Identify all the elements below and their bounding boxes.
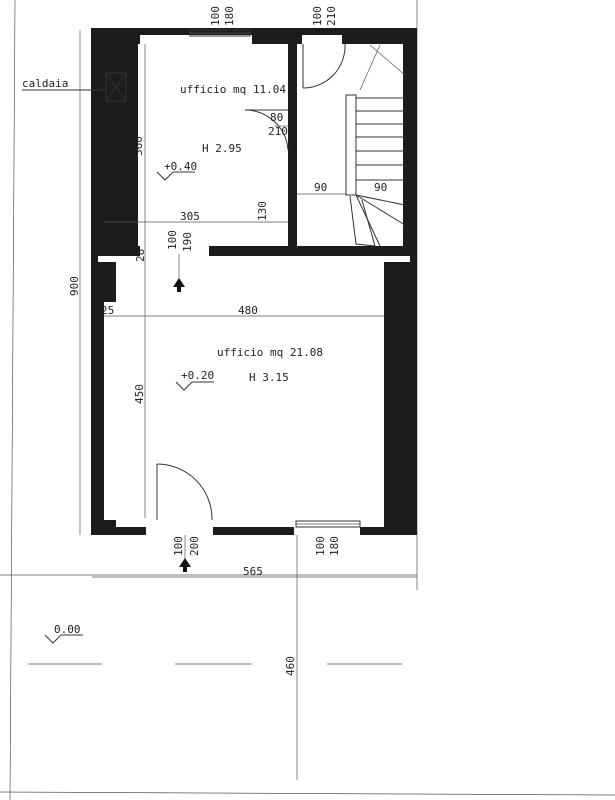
arrow-up-icon [173, 278, 185, 287]
upper-room-height: H 2.95 [202, 142, 242, 155]
ground-level: 0.00 [54, 623, 81, 636]
upper-level: +0.40 [164, 160, 197, 173]
bottom-window-height: 180 [328, 536, 341, 556]
inner-door-width: 80 [270, 111, 283, 124]
upper-height: 360 [132, 136, 145, 156]
upper-width: 305 [180, 210, 200, 223]
stair-step-left: 130 [256, 201, 269, 221]
arrow-up-icon [179, 558, 191, 567]
lower-level: +0.20 [181, 369, 214, 382]
staircase [345, 44, 406, 247]
top-window-width: 100 [209, 6, 222, 26]
top-door-width: 100 [311, 6, 324, 26]
top-window-height: 180 [223, 6, 236, 26]
windows [189, 29, 361, 528]
level-markers: +0.40 +0.20 0.00 [44, 160, 214, 644]
inner-door-height: 210 [268, 125, 288, 138]
top-door-height: 210 [325, 6, 338, 26]
total-width: 565 [243, 565, 263, 578]
lower-width: 480 [238, 304, 258, 317]
lower-room-height: H 3.15 [249, 371, 289, 384]
outside-depth: 460 [284, 656, 297, 676]
stair-run-a: 90 [314, 181, 327, 194]
lower-height: 450 [133, 384, 146, 404]
total-height: 900 [68, 276, 81, 296]
room-interiors [104, 35, 403, 535]
boiler-label: caldaia [22, 77, 68, 90]
lower-room-name: ufficio mq 21.08 [217, 346, 323, 359]
notch: 28 [134, 249, 147, 262]
dimension-lines [79, 30, 417, 780]
upper-room-name: ufficio mq 11.04 [180, 83, 286, 96]
stair-run-b: 90 [374, 181, 387, 194]
entry-door-width: 100 [172, 536, 185, 556]
dimension-texts: 80 210 305 90 90 25 480 565 [101, 111, 387, 578]
bottom-window-width: 100 [314, 536, 327, 556]
room-labels: ufficio mq 11.04 H 2.95 ufficio mq 21.08… [180, 83, 323, 384]
vertical-dimension-texts: 100 180 100 210 360 130 28 100 190 900 4… [68, 6, 341, 676]
passage-height: 190 [181, 232, 194, 252]
entry-door-height: 200 [188, 536, 201, 556]
boiler: caldaia [22, 72, 127, 102]
door-swings [156, 43, 346, 521]
wall-offset: 25 [101, 304, 114, 317]
passage-width: 100 [166, 230, 179, 250]
entry-arrows [173, 278, 191, 572]
